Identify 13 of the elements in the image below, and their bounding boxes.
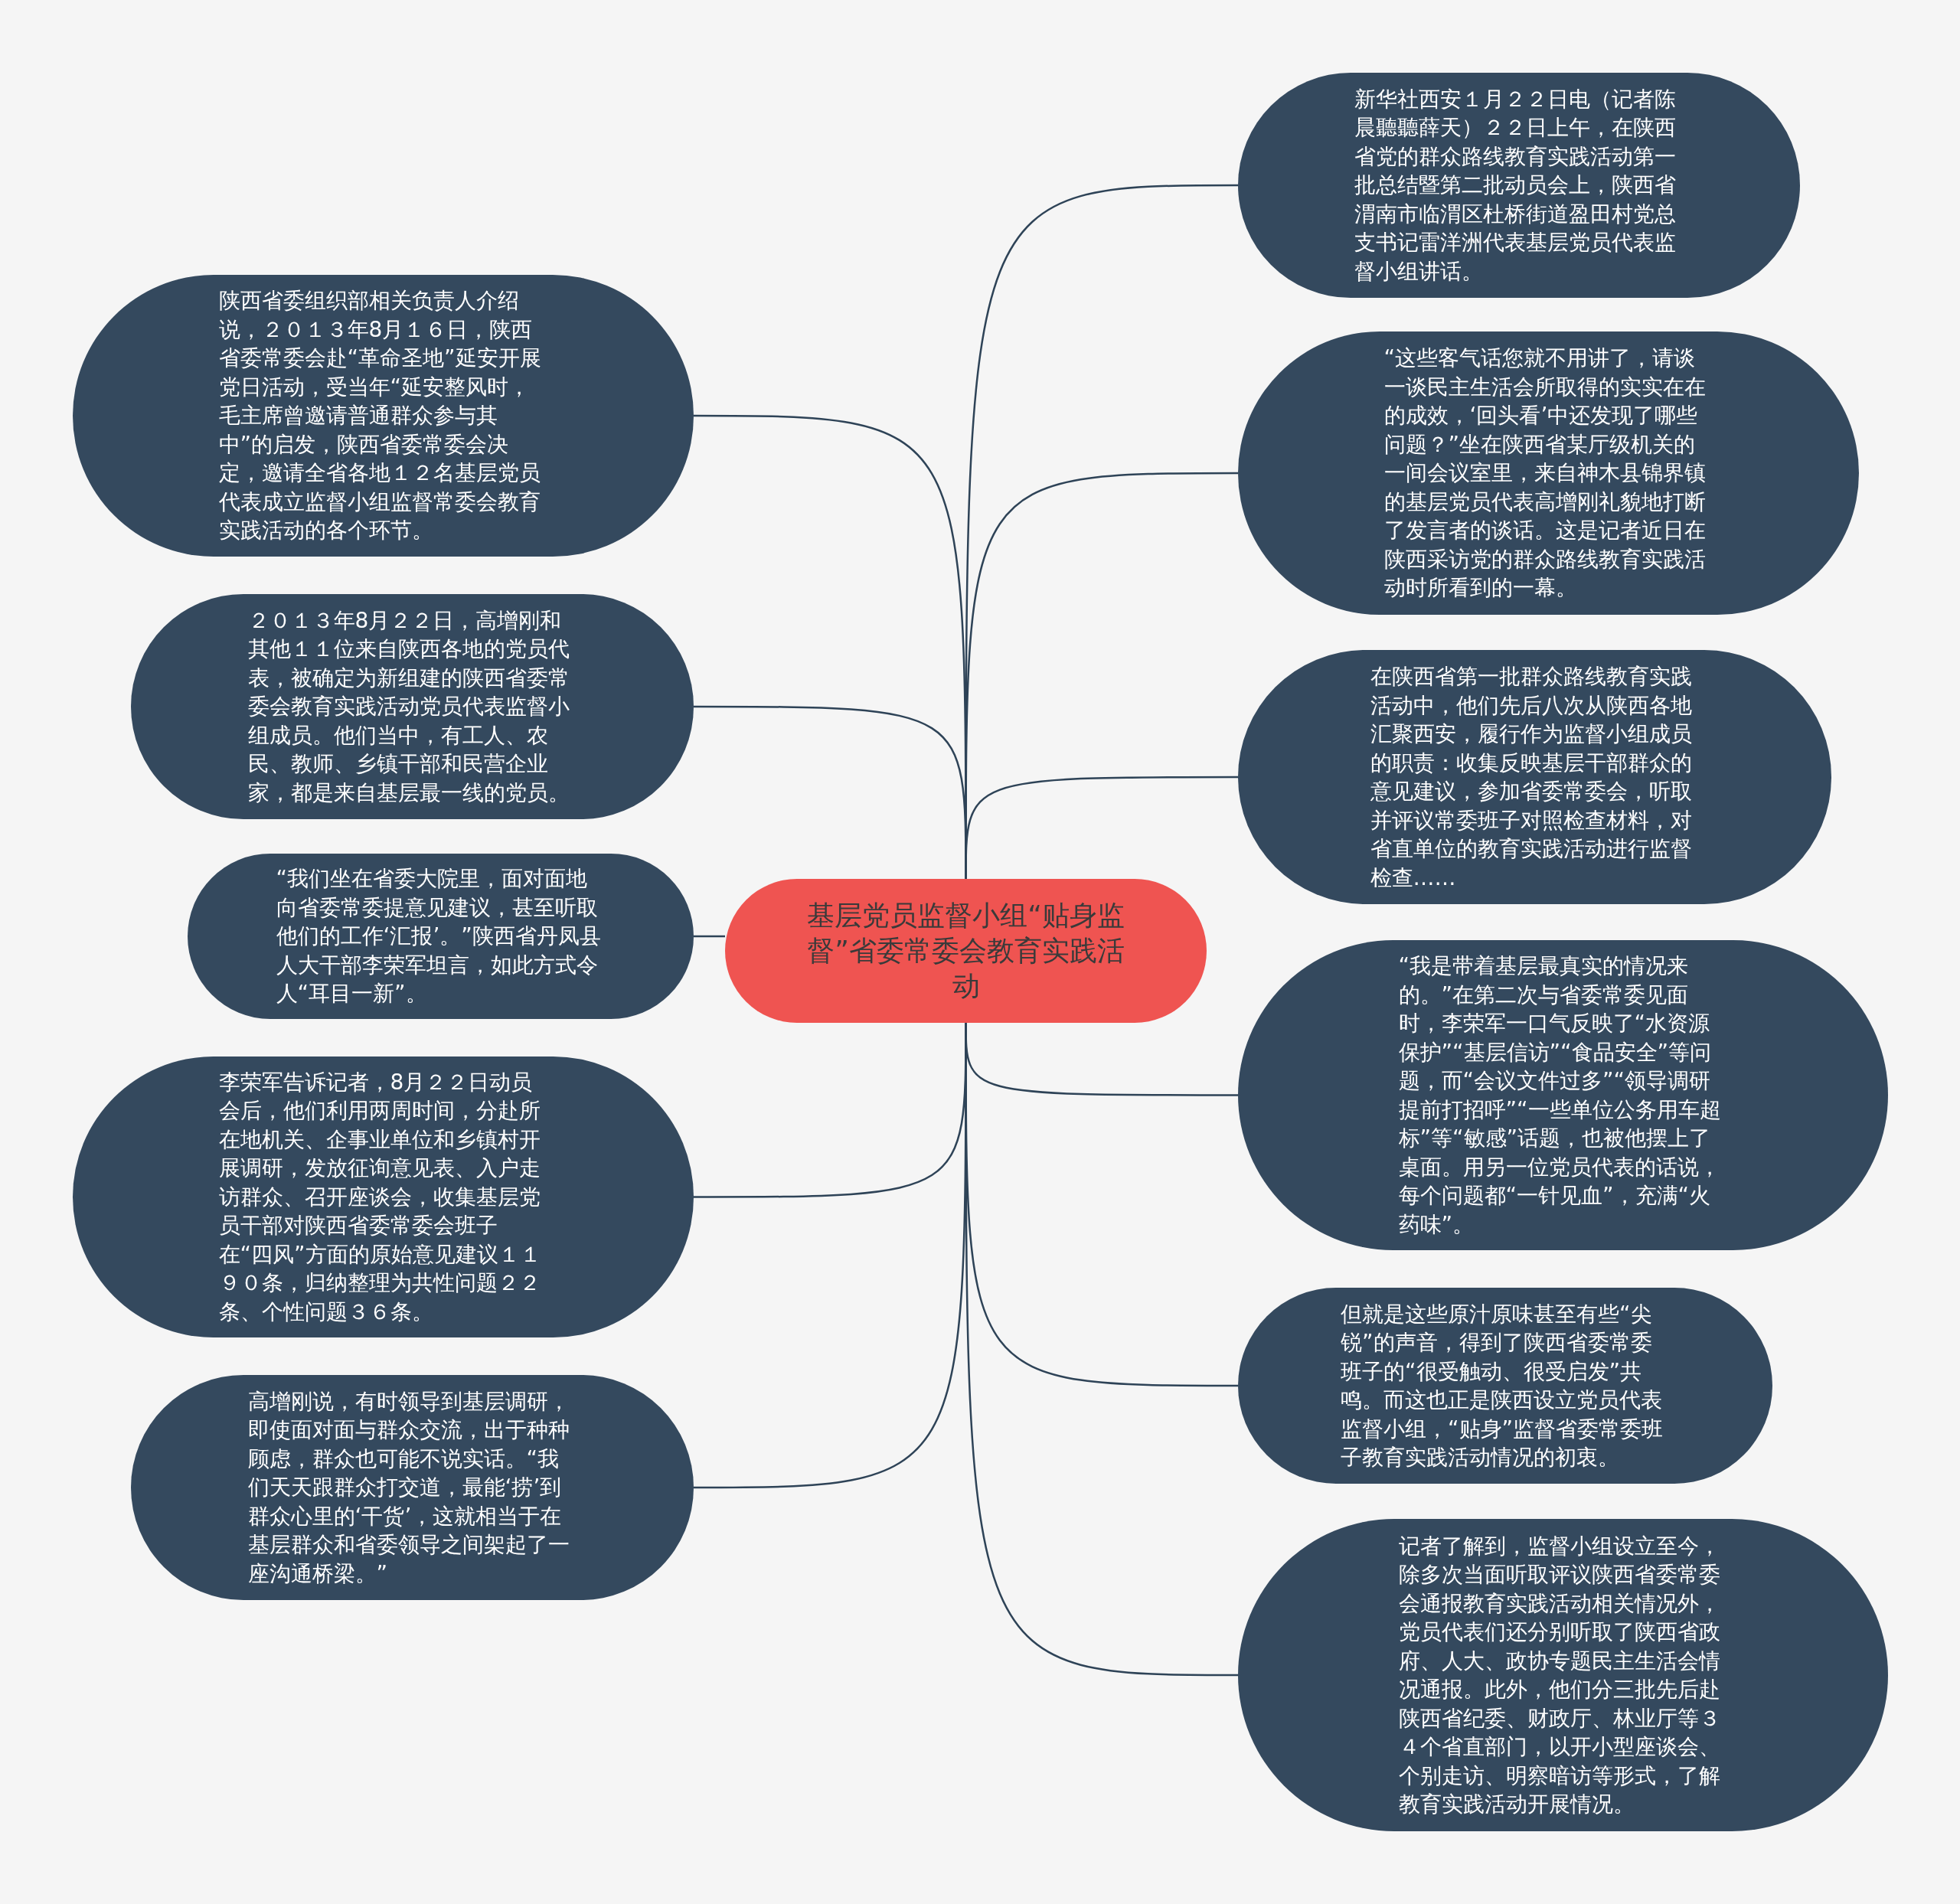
topic-text: “这些客气话您就不用讲了，请谈一谈民主生活会所取得的实实在在的成效，‘回头看’中还发现了哪些问题？”坐在陕西省某厅级机关的一间会议室里，来自神木县锦界镇的基层党员代表高增刚礼貌地打断了发言者的谈话。这是记者近日在陕西采访党的群众路线教育实践活动时所看到的一幕。 [1383,345,1707,603]
topic-text: “我们坐在省委大院里，面对面地向省委常委提意见建议，甚至听取他们的工作‘汇报’。”陕西省丹凤县人大干部李荣军坦言，如此方式令人“耳目一新”。 [276,865,602,1008]
topic-text: 陕西省委组织部相关负责人介绍说，２０１３年8月１６日，陕西省委常委会赴“革命圣地”延安开展党日活动，受当年“延安整风时，毛主席曾邀请普通群众参与其中”的启发，陕西省委常委会决定，邀请全省各地１２名基层党员代表成立监督小组监督常委会教育实践活动的各个环节。 [218,287,542,545]
topic-text: “我是带着基层最真实的情况来的。”在第二次与省委常委见面时，李荣军一口气反映了“水资源保护”“基层信访”“食品安全”等问题，而“会议文件过多”“领导调研提前打招呼”“一些单位公务用车超标”等“敏感”话题，也被他摆上了桌面。用另一位党员代表的话说，每个问题都“一针见血”，充满“火药味”。 [1398,952,1722,1239]
topic-text: 但就是这些原汁原味甚至有些“尖锐”的声音，得到了陕西省委常委班子的“很受触动、很受启发”共鸣。而这也正是陕西设立党员代表监督小组，“贴身”监督省委常委班子教育实践活动情况的初衷。 [1341,1300,1664,1471]
topic-text: 高增刚说，有时领导到基层调研，即使面对面与群众交流，出于种种顾虑，群众也可能不说实话。“我们天天跟群众打交道，最能‘捞’到群众心里的‘干货’，这就相当于在基层群众和省委领导之间架起了一座沟通桥梁。” [247,1387,570,1588]
topic-text: 记者了解到，监督小组设立至今，除多次当面听取评议陕西省委常委会通报教育实践活动相关情况外，党员代表们还分别听取了陕西省政府、人大、政协专题民主生活会情况通报。此外，他们分三批先后赴陕西省纪委、财政厅、林业厅等３４个省直部门，以开小型座谈会、个别走访、明察暗访等形式，了解教育实践活动开展情况。 [1398,1532,1721,1818]
connector-line [694,935,725,938]
topic-text: 在陕西省第一批群众路线教育实践活动中，他们先后八次从陕西各地汇聚西安，履行作为监督小组成员的职责：收集反映基层干部群众的意见建议，参加省委常委会，听取并评议常委班子对照检查材料，对省直单位的教育实践活动进行监督检查…… [1370,663,1693,892]
topic-text: ２０１３年8月２２日，高增刚和其他１１位来自陕西各地的党员代表，被确定为新组建的陕西省委常委会教育实践活动党员代表监督小组成员。他们当中，有工人、农民、教师、乡镇干部和民营企业家，都是来自基层最一线的党员。 [247,606,570,807]
central-topic-text: 基层党员监督小组“贴身监督”省委常委会教育实践活动 [806,899,1125,1003]
topic-text: 新华社西安１月２２日电（记者陈晨聽聽薛天）２２日上午，在陕西省党的群众路线教育实践活动第一批总结暨第二批动员会上，陕西省渭南市临渭区杜桥街道盈田村党总支书记雷洋洲代表基层党员代表监督小组讲话。 [1354,85,1677,286]
topic-text: 李荣军告诉记者，8月２２日动员会后，他们利用两周时间，分赴所在地机关、企事业单位和乡镇村开展调研，发放征询意见表、入户走访群众、召开座谈会，收集基层党员干部对陕西省委常委会班子在“四风”方面的原始意见建议１１９０条，归纳整理为共性问题２２条、个性问题３６条。 [218,1068,542,1326]
